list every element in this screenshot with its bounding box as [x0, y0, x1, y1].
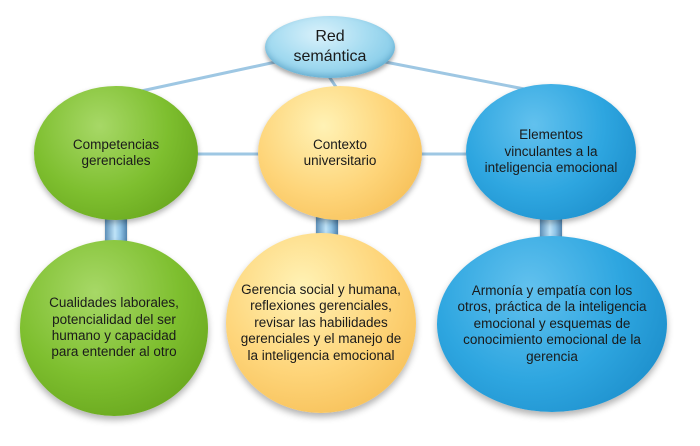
node-label: Armonía y empatía con los otros, práctic… [457, 282, 647, 364]
node-label: Gerencia social y humana, reflexiones ge… [240, 281, 402, 363]
node-competencias-gerenciales: Competencias gerenciales [34, 86, 198, 220]
root-label: Red semántica [293, 28, 367, 65]
node-armonia-empatia: Armonía y empatía con los otros, práctic… [437, 236, 667, 412]
node-label: Contexto universitario [303, 136, 377, 168]
node-elementos-vinculantes: Elementos vinculantes a la inteligencia … [466, 84, 636, 220]
node-gerencia-social: Gerencia social y humana, reflexiones ge… [226, 233, 416, 413]
node-label: Cualidades laborales, potencialidad del … [49, 295, 179, 360]
node-label: Elementos vinculantes a la inteligencia … [484, 127, 618, 176]
node-label: Competencias gerenciales [72, 136, 160, 168]
node-cualidades-laborales: Cualidades laborales, potencialidad del … [20, 240, 208, 416]
node-contexto-universitario: Contexto universitario [258, 86, 422, 220]
root-node-red-semantica: Red semántica [265, 16, 395, 78]
